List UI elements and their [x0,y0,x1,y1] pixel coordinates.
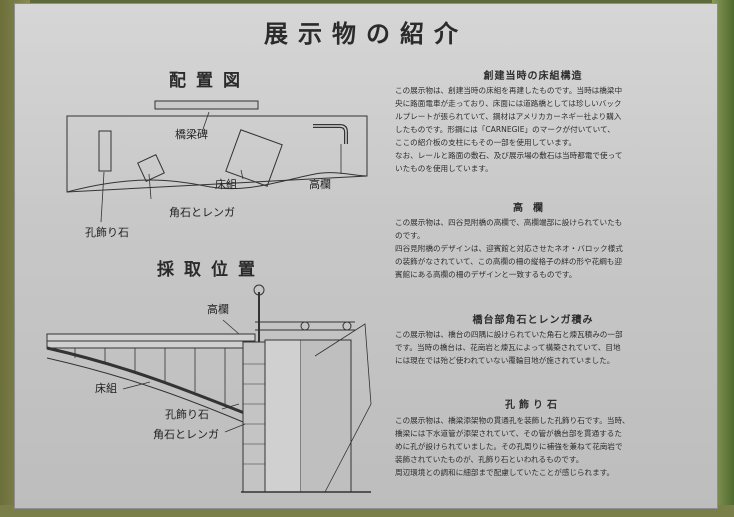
text-floor-structure: この展示物は、創建当時の床組を再建したものです。当時は橋梁中 央に路面電車が走っ… [395,84,671,175]
layout-map-diagram [46,100,372,493]
text-line: の装飾がなされていて、この高欄の柵の縦格子の絆の形や花綱も迎 [395,257,622,266]
heading-floor-structure: 創建当時の床組構造 [483,71,583,82]
information-panel: 展示物の紹介 配置図 採取位置 [14,3,718,509]
text-line: めに孔が設けられていました。その孔周りに補強を兼ねて花崗岩で [395,442,623,451]
floor-shape [225,129,283,187]
text-line: いたものを使用しています。 [395,164,493,173]
text-line: のです。 [395,231,425,240]
railing-shape [313,124,348,144]
label-floor: 床組 [215,178,237,191]
origin-label-railing: 高欄 [207,303,229,316]
heading-abutment: 橋台部角石とレンガ積み [472,315,594,326]
monument-shape [154,100,259,110]
corner-stone-shape [137,154,165,182]
text-line: 央に路面電車が走っており、床面には道路橋としては珍しいバック [395,99,622,108]
text-line: 装飾されていたものが、孔飾り石といわれるものです。 [395,455,584,464]
text-line: なお、レールと路面の敷石、及び展示場の敷石は当時都電で使って [395,151,623,160]
label-monument: 橋梁碑 [175,128,208,141]
text-line: 四谷見附橋のデザインは、迎賓館と対応させたネオ・バロック様式 [395,244,623,253]
text-line: 賓館にある高欄の柵のデザインと一致するものです。 [395,270,577,279]
text-line: この展示物は、橋梁添架物の貫通孔を装飾した孔飾り石です。当時、 [395,416,630,425]
label-hole-stone: 孔飾り石 [85,226,129,239]
text-railing: この展示物は、四谷見附橋の高欄で、高欄端部に設けられていたも のです。 四谷見附… [395,216,671,281]
text-line: ルプレートが張られていて、鋼材はアメリカカーネギー社より購入 [395,112,622,121]
heading-railing: 高欄 [513,203,553,214]
origin-label-corner-stone: 角石とレンガ [153,428,219,441]
text-line: です。当時の橋台は、花崗岩と煉瓦によって構築されていて、目地 [395,343,621,352]
layout-section-title: 配置図 [169,71,250,91]
origin-section-title: 採取位置 [157,260,265,280]
text-hole-stone: この展示物は、橋梁添架物の貫通孔を装飾した孔飾り石です。当時、 橋梁には下水道管… [395,414,671,479]
hole-stone-shape [98,130,112,172]
origin-label-floor: 床組 [95,382,117,395]
abutment-brick [242,341,266,493]
text-line: には現在では殆ど使われていない覆輪目地が施されていました。 [395,356,615,365]
text-line: この展示物は、四谷見附橋の高欄で、高欄端部に設けられていたも [395,218,623,227]
text-line: この展示物は、創建当時の床組を再建したものです。当時は橋梁中 [395,86,623,95]
text-line: ここの紹介板の支柱にもその一部を使用しています。 [395,138,577,147]
text-line: 周辺環境との調和に細部まで配慮していたことが感じられます。 [395,468,615,477]
origin-label-hole-stone: 孔飾り石 [165,408,209,421]
text-line: したものです。形鋼には「CARNEGIE」のマークが付いていて、 [395,125,615,134]
text-abutment: この展示物は、橋台の四隅に設けられていた角石と煉瓦積みの一部 です。当時の橋台は… [395,328,671,367]
panel-title: 展示物の紹介 [264,20,468,48]
label-railing: 高欄 [309,178,331,191]
heading-hole-stone: 孔飾り石 [505,400,561,411]
text-line: 橋梁には下水道管が添架されていて、その管が橋台部を貫通するた [395,429,622,438]
text-line: この展示物は、橋台の四隅に設けられていた角石と煉瓦積みの一部 [395,330,623,339]
label-corner-stone: 角石とレンガ [169,206,235,219]
bridge-arch [46,346,248,416]
